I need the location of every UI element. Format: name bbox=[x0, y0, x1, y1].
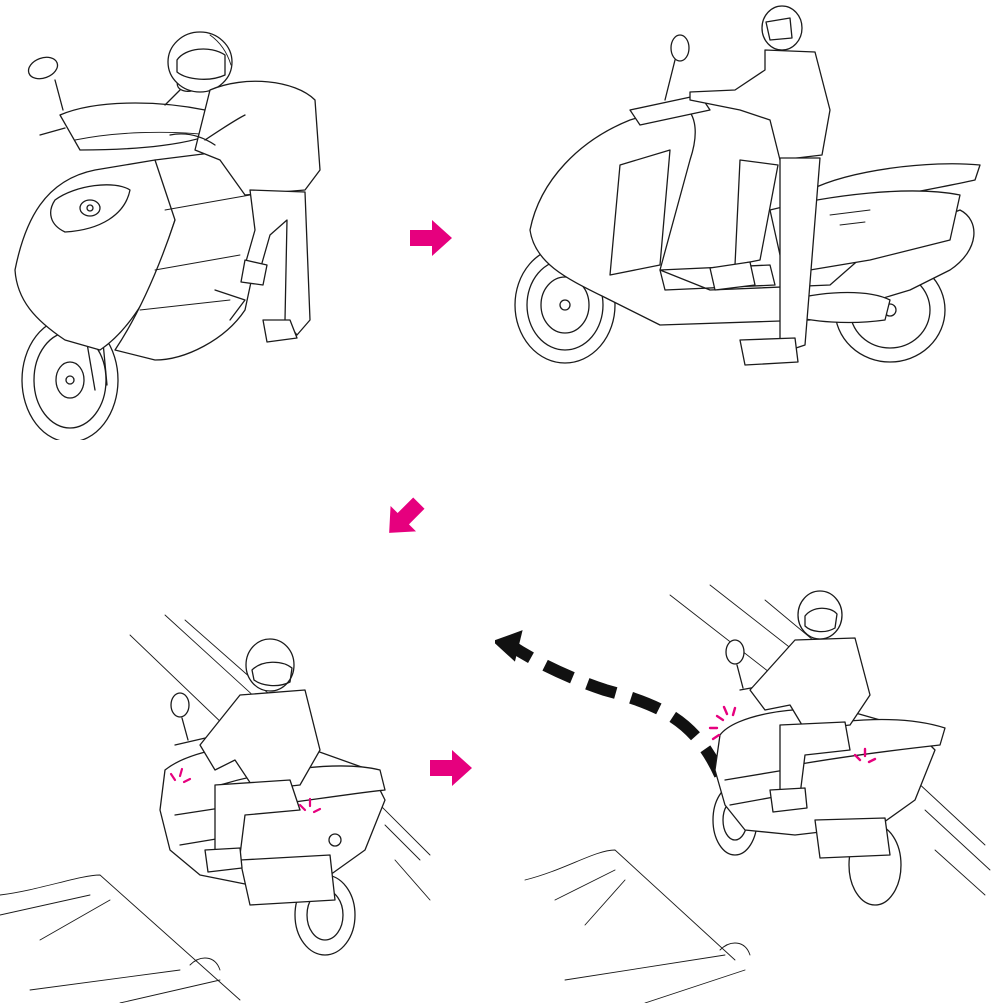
step-arrow-down-left bbox=[383, 497, 425, 544]
rider-2 bbox=[689, 5, 831, 366]
step-1-illustration bbox=[5, 20, 335, 440]
step-arrow-right-2 bbox=[430, 750, 472, 791]
turn-signal-blink-icon bbox=[169, 767, 322, 814]
rider-3 bbox=[199, 638, 321, 873]
pink-block-arrow-icon bbox=[430, 750, 472, 786]
step-arrow-right-1 bbox=[410, 220, 452, 261]
step-4-illustration bbox=[495, 580, 995, 1003]
pink-block-arrow-icon bbox=[410, 220, 452, 256]
rider-4 bbox=[749, 590, 871, 813]
step-3-illustration bbox=[0, 610, 440, 1003]
turn-signal-blink-icon-4 bbox=[708, 705, 877, 764]
pink-block-arrow-icon-diagonal bbox=[389, 497, 425, 533]
step-2-illustration bbox=[510, 0, 990, 380]
rider-1 bbox=[167, 31, 321, 343]
dashed-curved-arrow-icon bbox=[495, 630, 726, 778]
